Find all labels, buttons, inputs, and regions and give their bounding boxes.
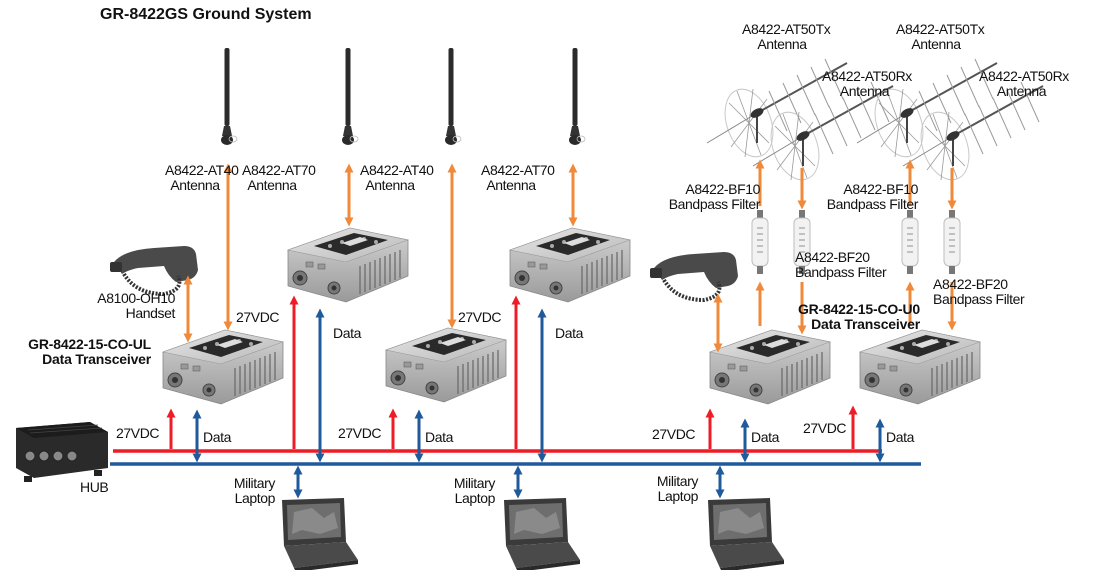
diagram-title: GR-8422GS Ground System xyxy=(100,6,312,23)
antenna-at70-2 xyxy=(568,47,586,146)
power-label: 27VDC xyxy=(338,425,382,441)
data-label: Data xyxy=(751,429,779,445)
transceiver-u0-1 xyxy=(709,329,831,405)
hub-device xyxy=(15,421,109,483)
transceiver-3 xyxy=(385,327,507,403)
antenna-at40-2 xyxy=(444,47,462,146)
power-label: 27VDC xyxy=(652,426,696,442)
antenna-at70-1 xyxy=(341,47,359,146)
power-label: 27VDC xyxy=(803,420,847,436)
military-laptop-2 xyxy=(504,498,580,570)
bandpass-filter-bf20-2 xyxy=(943,209,961,275)
data-label: Data xyxy=(555,325,583,341)
hub-label: HUB xyxy=(80,479,109,495)
military-laptop-3 xyxy=(708,498,784,570)
data-label: Data xyxy=(886,429,914,445)
military-laptop-1 xyxy=(282,498,358,570)
data-label: Data xyxy=(203,429,231,445)
handset-a8100-oh10 xyxy=(108,244,200,296)
transceiver-4 xyxy=(509,227,631,303)
transceiver-u0-2 xyxy=(859,329,981,405)
power-label: 27VDC xyxy=(236,309,280,325)
data-label: Data xyxy=(333,325,361,341)
data-label: Data xyxy=(425,429,453,445)
power-label: 27VDC xyxy=(458,309,502,325)
transceiver-2 xyxy=(287,227,409,303)
handset-2 xyxy=(648,250,740,302)
antenna-at40-1 xyxy=(220,47,238,146)
bandpass-filter-bf10-1 xyxy=(751,209,769,275)
transceiver-ul-1 xyxy=(162,329,284,405)
power-label: 27VDC xyxy=(116,425,160,441)
